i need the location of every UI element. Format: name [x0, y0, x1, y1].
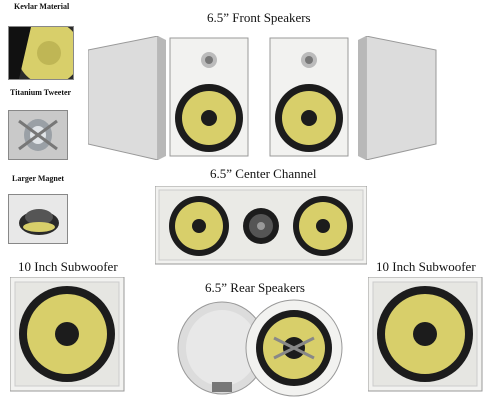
larger-magnet-thumbnail — [8, 194, 68, 244]
tweeter-label: Titanium Tweeter — [10, 88, 72, 97]
rear-speakers-image — [172, 296, 352, 400]
front-speakers-label: 6.5” Front Speakers — [207, 10, 311, 25]
front-speakers-image — [88, 36, 494, 160]
kevlar-label: Kevlar Material — [14, 2, 70, 11]
kevlar-material-thumbnail — [8, 26, 74, 80]
left-subwoofer-label: 10 Inch Subwoofer — [18, 259, 118, 274]
center-channel-label: 6.5” Center Channel — [210, 166, 317, 181]
right-subwoofer-label: 10 Inch Subwoofer — [376, 259, 476, 274]
left-subwoofer-image — [10, 277, 126, 393]
right-subwoofer-image — [368, 277, 484, 393]
rear-speakers-label: 6.5” Rear Speakers — [205, 280, 305, 295]
titanium-tweeter-thumbnail — [8, 110, 68, 160]
center-channel-image — [155, 186, 367, 266]
magnet-label: Larger Magnet — [12, 174, 65, 183]
